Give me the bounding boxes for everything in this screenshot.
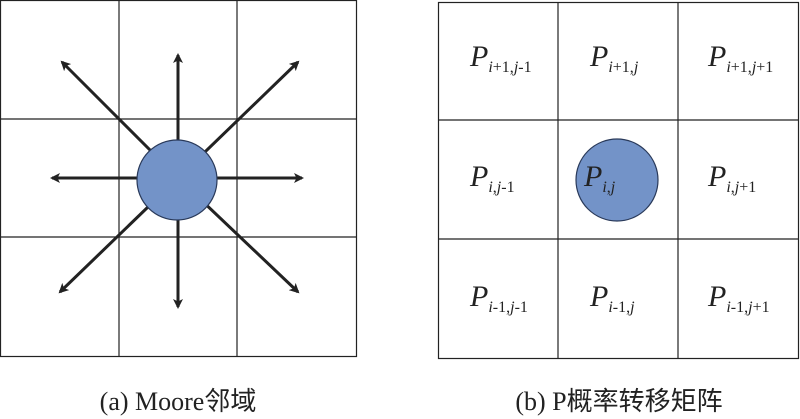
matrix-cell-label: Pi-1,j-1 <box>469 280 528 316</box>
matrix-cell-label: Pi+1,j+1 <box>707 40 773 76</box>
moore-center-cell <box>136 139 218 221</box>
matrix-cell-label: Pi,j+1 <box>707 160 756 196</box>
caption-a: (a) Moore邻域 <box>100 387 257 416</box>
matrix-center-cell <box>575 138 659 222</box>
matrix-cell-label: Pi,j <box>583 160 616 196</box>
moore-grid <box>0 0 358 358</box>
matrix-cell-label: Pi+1,j <box>589 40 639 76</box>
matrix-cell-label: Pi+1,j-1 <box>469 40 532 76</box>
matrix-cell-label: Pi-1,j+1 <box>707 280 770 316</box>
matrix-grid <box>437 1 800 360</box>
matrix-labels: Pi+1,j-1 Pi+1,j Pi+1,j+1Pi,j-1 Pi,j Pi,j+1Pi… <box>469 40 773 316</box>
matrix-cell-label: Pi-1,j <box>589 280 635 316</box>
caption-b: (b) P概率转移矩阵 <box>515 387 722 416</box>
matrix-cell-label: Pi,j-1 <box>469 160 515 196</box>
moore-grid-border <box>0 0 358 358</box>
matrix-grid-border <box>437 1 800 360</box>
